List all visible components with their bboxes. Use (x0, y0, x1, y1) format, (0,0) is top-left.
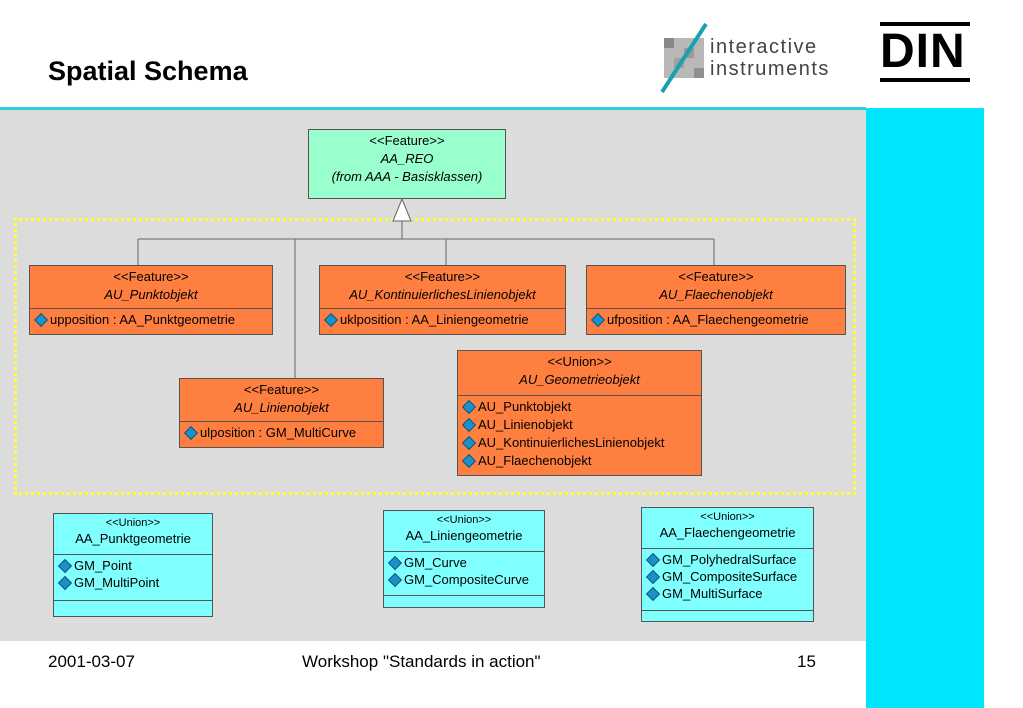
attribute-icon (387, 572, 403, 588)
stereotype: <<Feature>> (404, 269, 481, 284)
attribute-icon (645, 552, 661, 568)
attribute-row: ulposition : GM_MultiCurve (180, 421, 383, 444)
attribute-row: upposition : AA_Punktgeometrie (30, 308, 272, 331)
attribute-icon (323, 312, 339, 328)
attribute-label: ulposition : GM_MultiCurve (200, 425, 357, 440)
din-logo-rule-top (880, 22, 970, 26)
side-bar (866, 0, 984, 708)
attribute-row: GM_MultiSurface (642, 585, 813, 602)
class-name: AU_Geometrieobjekt (519, 372, 640, 387)
attribute-row: GM_MultiPoint (54, 574, 212, 591)
attribute-icon (57, 558, 73, 574)
operations-compartment (642, 610, 813, 611)
footer-event: Workshop "Standards in action" (302, 652, 541, 671)
class-au-kontinuierliches-linienobjekt[interactable]: <<Feature>> AU_KontinuierlichesLinienobj… (319, 265, 566, 335)
attribute-row: ufposition : AA_Flaechengeometrie (587, 308, 845, 331)
attribute-label: uklposition : AA_Liniengeometrie (340, 312, 529, 327)
attribute-icon (387, 555, 403, 571)
din-logo-rule-bottom (880, 78, 970, 82)
class-au-punktobjekt[interactable]: <<Feature>> AU_Punktobjekt upposition : … (29, 265, 273, 335)
attribute-icon (57, 575, 73, 591)
footer-page-number: 15 (797, 652, 816, 671)
class-name: AA_Flaechengeometrie (659, 525, 796, 540)
stereotype: <<Union>> (547, 354, 612, 369)
class-aa-flaechengeometrie[interactable]: <<Union>> AA_Flaechengeometrie GM_Polyhe… (641, 507, 814, 622)
attribute-label: AU_KontinuierlichesLinienobjekt (478, 435, 665, 450)
operations-compartment (384, 595, 544, 596)
class-au-linienobjekt[interactable]: <<Feature>> AU_Linienobjekt ulposition :… (179, 378, 384, 448)
stereotype: <<Feature>> (113, 269, 189, 284)
class-name: AA_REO (380, 151, 434, 166)
attribute-icon (461, 417, 477, 433)
attribute-label: GM_MultiSurface (662, 586, 763, 601)
attribute-label: AU_Punktobjekt (478, 399, 572, 414)
footer-date: 2001-03-07 (48, 652, 135, 671)
operations-compartment (54, 600, 212, 601)
din-logo: DIN (880, 25, 966, 78)
class-name: AA_Liniengeometrie (405, 528, 523, 543)
attribute-label: GM_CompositeCurve (404, 572, 529, 587)
stereotype: <<Feature>> (243, 382, 320, 397)
inheritance-connectors (137, 197, 715, 378)
attribute-icon (183, 425, 199, 441)
attribute-icon (33, 312, 49, 328)
attribute-row: uklposition : AA_Liniengeometrie (320, 308, 565, 331)
stereotype: <<Feature>> (678, 269, 754, 284)
class-name: AU_KontinuierlichesLinienobjekt (349, 287, 536, 302)
attribute-row: AU_Linienobjekt (458, 416, 701, 434)
page-title: Spatial Schema (48, 56, 248, 86)
attribute-icon (645, 569, 661, 585)
attribute-row: AU_Punktobjekt (458, 398, 701, 416)
attribute-row: GM_CompositeCurve (384, 571, 544, 588)
class-aa-reo[interactable]: <<Feature>> AA_REO (from AAA - Basisklas… (308, 129, 506, 199)
attribute-label: AU_Flaechenobjekt (478, 453, 592, 468)
attribute-label: GM_Point (74, 558, 132, 573)
stereotype: <<Union>> (436, 514, 492, 526)
logo-line-2: instruments (710, 58, 830, 80)
class-au-geometrieobjekt[interactable]: <<Union>> AU_Geometrieobjekt AU_Punktobj… (457, 350, 702, 476)
stereotype: <<Feature>> (369, 133, 445, 148)
attribute-row: AU_KontinuierlichesLinienobjekt (458, 434, 701, 452)
attribute-label: ufposition : AA_Flaechengeometrie (607, 312, 809, 327)
din-logo-panel (866, 0, 984, 108)
attribute-row: GM_Point (54, 557, 212, 574)
attribute-label: upposition : AA_Punktgeometrie (50, 312, 236, 327)
stereotype: <<Union>> (700, 511, 755, 523)
class-name: AU_Linienobjekt (234, 400, 329, 415)
attribute-row: GM_CompositeSurface (642, 568, 813, 585)
attribute-icon (461, 453, 477, 469)
attribute-icon (645, 586, 661, 602)
logo-line-1: interactive (710, 36, 818, 58)
class-origin: (from AAA - Basisklassen) (331, 169, 483, 184)
attribute-label: GM_PolyhedralSurface (662, 552, 797, 567)
attribute-label: GM_MultiPoint (74, 575, 160, 590)
attribute-icon (461, 435, 477, 451)
class-au-flaechenobjekt[interactable]: <<Feature>> AU_Flaechenobjekt ufposition… (586, 265, 846, 335)
attribute-row: GM_PolyhedralSurface (642, 551, 813, 568)
interactive-instruments-logo: interactive instruments (710, 36, 830, 80)
attribute-label: AU_Linienobjekt (478, 417, 573, 432)
attribute-label: GM_Curve (404, 555, 467, 570)
class-name: AA_Punktgeometrie (75, 531, 191, 546)
class-name: AU_Punktobjekt (104, 287, 198, 302)
class-name: AU_Flaechenobjekt (659, 287, 773, 302)
class-aa-liniengeometrie[interactable]: <<Union>> AA_Liniengeometrie GM_Curve GM… (383, 510, 545, 608)
stereotype: <<Union>> (105, 517, 161, 529)
attribute-icon (461, 399, 477, 415)
attribute-row: GM_Curve (384, 554, 544, 571)
package-boundary (14, 218, 856, 495)
interactive-instruments-logo-icon (660, 22, 708, 94)
header-divider (0, 107, 866, 110)
attribute-icon (590, 312, 606, 328)
attribute-row: AU_Flaechenobjekt (458, 452, 701, 470)
attribute-label: GM_CompositeSurface (662, 569, 798, 584)
generalization-arrow-icon (392, 197, 412, 222)
class-aa-punktgeometrie[interactable]: <<Union>> AA_Punktgeometrie GM_Point GM_… (53, 513, 213, 617)
